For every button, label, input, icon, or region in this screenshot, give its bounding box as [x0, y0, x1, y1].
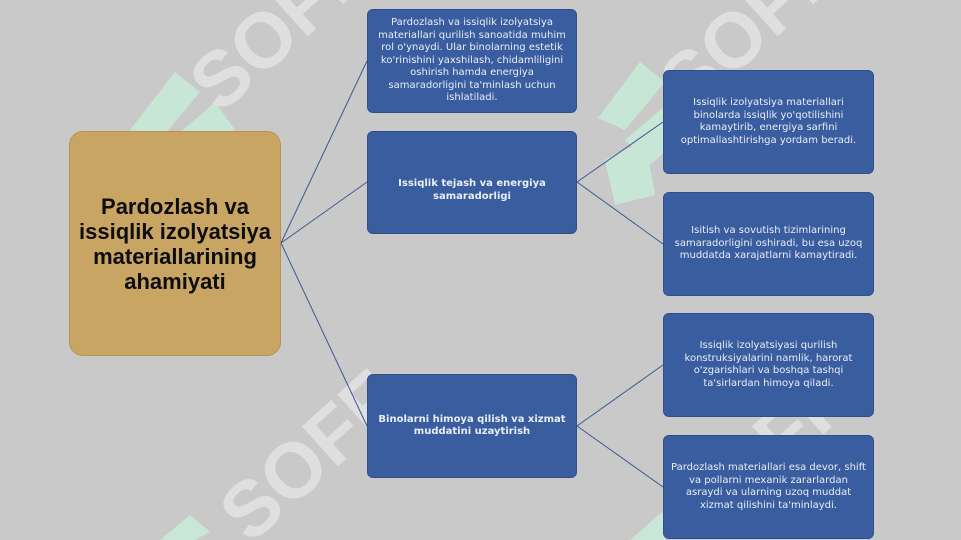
node-finishing-protection-label: Pardozlash materiallari esa devor, shift… [671, 462, 866, 511]
node-energy-efficiency-label: Issiqlik tejash va energiya samaradorlig… [398, 178, 546, 202]
connector-protect-p1 [576, 364, 664, 427]
connector-energy-e2 [576, 181, 664, 245]
node-building-protection: Binolarni himoya qilish va xizmat muddat… [367, 374, 577, 478]
connector-root-protect [280, 242, 368, 427]
node-finishing-protection: Pardozlash materiallari esa devor, shift… [663, 435, 874, 539]
node-structure-protection: Issiqlik izolyatsiyasi qurilish konstruk… [663, 313, 874, 417]
node-energy-efficiency: Issiqlik tejash va energiya samaradorlig… [367, 131, 577, 234]
node-intro: Pardozlash va issiqlik izolyatsiya mater… [367, 9, 577, 113]
connector-energy-e1 [576, 121, 664, 183]
root-node-label: Pardozlash va issiqlik izolyatsiya mater… [79, 193, 271, 294]
node-heat-loss-label: Issiqlik izolyatsiya materiallari binola… [680, 97, 857, 146]
connector-root-energy [280, 181, 368, 244]
node-heating-cooling-label: Isitish va sovutish tizimlarining samara… [674, 225, 863, 262]
node-intro-label: Pardozlash va issiqlik izolyatsiya mater… [378, 17, 566, 104]
root-node: Pardozlash va issiqlik izolyatsiya mater… [69, 131, 281, 356]
connector-root-intro [280, 60, 368, 244]
connector-protect-p2 [576, 425, 664, 488]
node-structure-protection-label: Issiqlik izolyatsiyasi qurilish konstruk… [684, 340, 853, 389]
node-heating-cooling: Isitish va sovutish tizimlarining samara… [663, 192, 874, 296]
node-building-protection-label: Binolarni himoya qilish va xizmat muddat… [378, 413, 566, 438]
node-heat-loss: Issiqlik izolyatsiya materiallari binola… [663, 70, 874, 174]
